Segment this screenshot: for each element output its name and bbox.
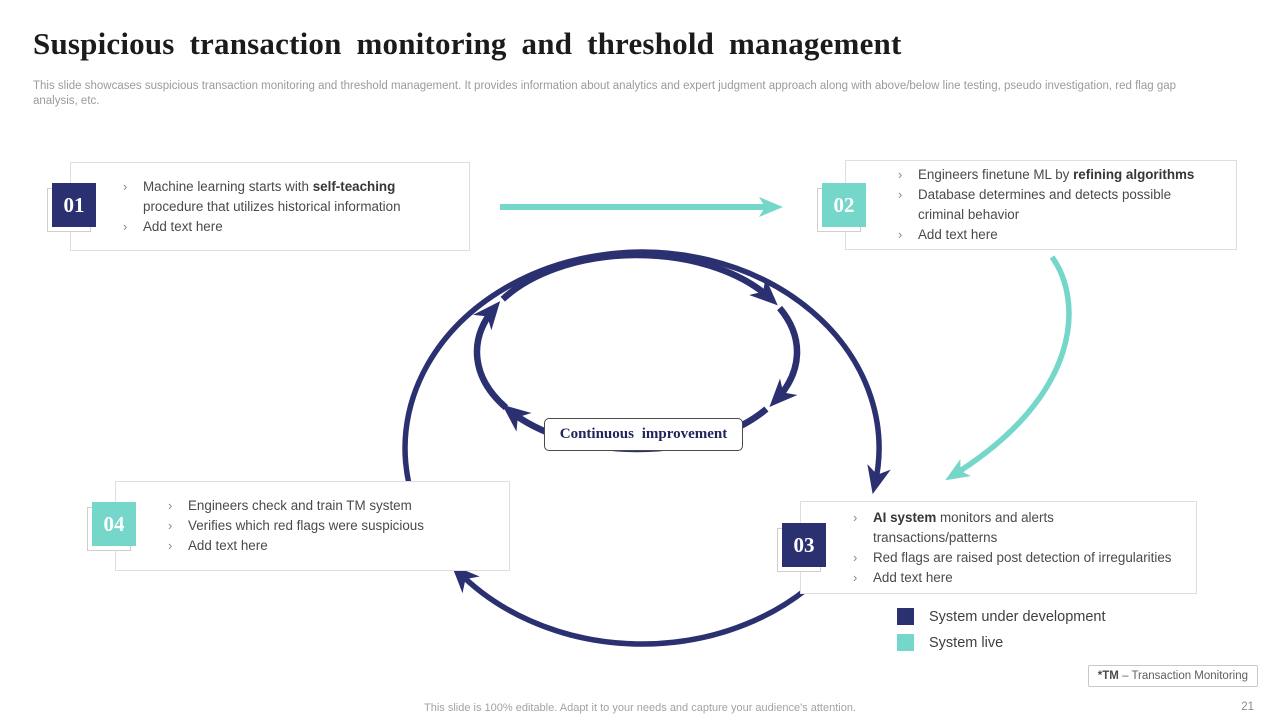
step-badge-03-number: 03 (793, 532, 815, 557)
step-badge-02-number: 02 (833, 192, 855, 217)
bullet-text: Add text here (143, 218, 223, 234)
cycle-inner-arc-left (472, 301, 509, 411)
slide-description-line1: This slide showcases suspicious transact… (33, 80, 1177, 92)
step-card-04-bullets: › Engineers check and train TM system › Ver… (168, 496, 503, 556)
footer-note: This slide is 100% editable. Adapt it to… (424, 702, 856, 714)
legend-label-live: System live (929, 634, 1004, 651)
step-card-02[interactable]: › Engineers finetune ML by refining algor… (845, 160, 1237, 250)
bullet-text: Machine learning starts with self-teachi… (143, 178, 401, 214)
step-card-04[interactable]: › Engineers check and train TM system › Ver… (115, 481, 510, 571)
legend: System under development System live (897, 608, 1106, 660)
step-badge-02[interactable]: 02 (817, 183, 867, 233)
step-badge-04[interactable]: 04 (87, 502, 137, 552)
bullet-chevron-icon: › (853, 509, 858, 525)
bullet-text: Red flags are raised post detection of i… (873, 549, 1172, 565)
step-card-01-bullets: › Machine learning starts with self-teach… (123, 177, 463, 237)
bullet-item: › Add text here (123, 217, 463, 237)
bullet-text: Engineers finetune ML by refining algori… (918, 167, 1195, 182)
legend-item-live: System live (897, 634, 1106, 651)
slide-description: This slide showcases suspicious transact… (33, 79, 1248, 109)
bullet-chevron-icon: › (898, 227, 903, 242)
legend-item-development: System under development (897, 608, 1106, 625)
continuous-improvement-label[interactable]: Continuous improvement (544, 418, 743, 451)
bullet-chevron-icon: › (168, 538, 173, 553)
bullet-text: Engineers check and train TM system (188, 498, 412, 513)
bullet-item: › Machine learning starts with self-teach… (123, 177, 463, 217)
legend-swatch-teal (897, 634, 914, 651)
legend-swatch-navy (897, 608, 914, 625)
bullet-chevron-icon: › (898, 187, 903, 202)
bullet-item: › Add text here (168, 536, 503, 556)
bullet-item: › Add text here (853, 568, 1194, 588)
step-badge-01-number: 01 (63, 192, 85, 217)
bullet-item: › Verifies which red flags were suspiciou… (168, 516, 503, 536)
bullet-text: Verifies which red flags were suspicious (188, 518, 424, 533)
legend-label-development: System under development (929, 608, 1106, 625)
bullet-text: Add text here (873, 569, 953, 585)
step-card-02-bullets: › Engineers finetune ML by refining algor… (898, 165, 1216, 245)
bullet-chevron-icon: › (123, 178, 128, 194)
footnote-abbr: *TM (1097, 670, 1119, 682)
bullet-text: Database determines and detects possible… (918, 187, 1172, 222)
step-card-01[interactable]: › Machine learning starts with self-teach… (70, 162, 470, 251)
bullet-chevron-icon: › (853, 549, 858, 565)
page-number: 21 (1241, 701, 1254, 713)
slide-description-line2: analysis, etc. (33, 95, 100, 107)
bullet-item: › Database determines and detects possibl… (898, 185, 1216, 225)
bullet-chevron-icon: › (168, 518, 173, 533)
bullet-item: › Engineers check and train TM system (168, 496, 503, 516)
arrow-step2-to-step3 (945, 255, 1072, 481)
bullet-chevron-icon: › (123, 218, 128, 234)
bullet-chevron-icon: › (898, 167, 903, 182)
step-badge-03[interactable]: 03 (777, 523, 827, 573)
footnote-text: – Transaction Monitoring (1118, 670, 1248, 682)
bullet-text: Add text here (188, 538, 268, 553)
bullet-chevron-icon: › (853, 569, 858, 585)
bullet-text: Add text here (918, 227, 998, 242)
bullet-item: › Red flags are raised post detection of … (853, 548, 1194, 568)
footnote-tm-abbreviation: *TM – Transaction Monitoring (1087, 665, 1258, 687)
cycle-inner-arc-right (769, 305, 801, 408)
bullet-chevron-icon: › (168, 498, 173, 513)
bullet-item: › Add text here (898, 225, 1216, 245)
page-title: Suspicious transaction monitoring and th… (33, 26, 902, 61)
bullet-item: › Engineers finetune ML by refining algor… (898, 165, 1216, 185)
step-badge-01[interactable]: 01 (47, 183, 97, 233)
cycle-inner-arc-top (500, 251, 778, 306)
cycle-outer-arc-bottom (451, 564, 809, 647)
step-badge-04-number: 04 (103, 511, 125, 536)
